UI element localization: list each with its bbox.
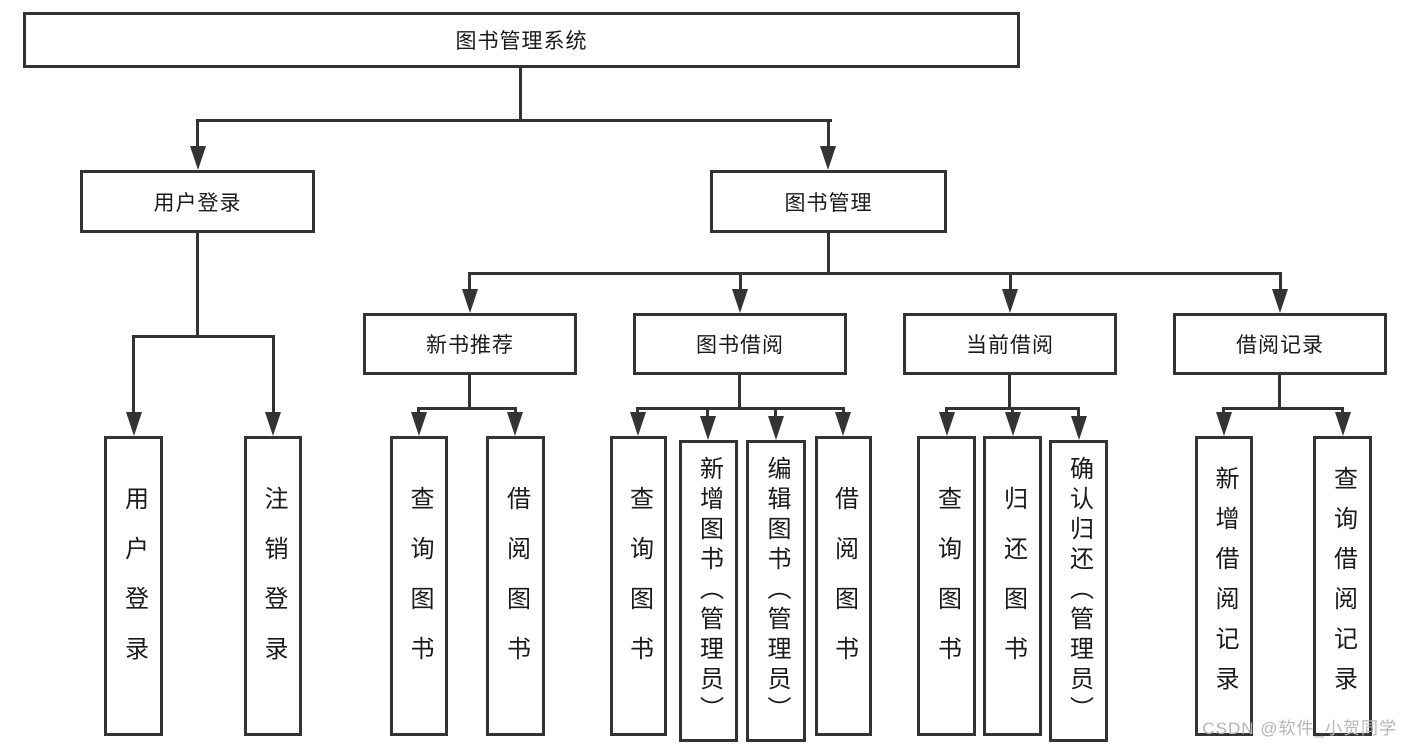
leaf-records-query: 查询借阅记录 [1313, 436, 1372, 736]
connector-user-login-rail [132, 335, 273, 338]
arrowhead-down-icon [462, 289, 478, 313]
connector-borrowing-stem [738, 375, 741, 407]
node-borrowing-label: 图书借阅 [696, 334, 784, 357]
arrowhead-down-icon [1002, 289, 1018, 313]
leaf-current-confirm: 确认归还（管理员） [1049, 440, 1108, 742]
arrowhead-down-icon [835, 412, 851, 436]
leaf-borrowing-borrow-label: 借阅图书 [830, 486, 858, 686]
arrowhead-down-icon [700, 416, 716, 440]
node-new-books: 新书推荐 [363, 313, 577, 375]
node-borrowing: 图书借阅 [633, 313, 847, 375]
leaf-user-login: 用户登录 [104, 436, 163, 736]
arrowhead-down-icon [939, 412, 955, 436]
leaf-newbooks-borrow-label: 借阅图书 [502, 486, 530, 686]
connector-drop-leaf [1011, 407, 1014, 414]
arrowhead-down-icon [1216, 412, 1232, 436]
leaf-borrowing-add-label: 新增图书（管理员） [695, 456, 723, 726]
connector-drop-user-login [196, 119, 199, 150]
leaf-borrowing-query: 查询图书 [610, 436, 667, 736]
connector-drop-leaf [636, 407, 639, 414]
arrowhead-down-icon [768, 416, 784, 440]
connector-drop-leaf [706, 407, 709, 416]
leaf-records-add-label: 新增借阅记录 [1211, 466, 1238, 706]
leaf-borrowing-borrow: 借阅图书 [815, 436, 872, 736]
arrowhead-down-icon [265, 412, 281, 436]
node-user-login: 用户登录 [80, 170, 315, 233]
connector-drop-leaf [514, 407, 517, 414]
arrowhead-down-icon [1335, 412, 1351, 436]
connector-drop-new-books [468, 272, 471, 291]
arrowhead-down-icon [630, 412, 646, 436]
connector-drop-leaf [945, 407, 948, 414]
node-records-label: 借阅记录 [1236, 334, 1324, 357]
connector-root-rail [196, 119, 832, 122]
connector-drop-leaf [1222, 407, 1225, 414]
leaf-current-return-label: 归还图书 [999, 486, 1027, 686]
connector-new-books-rail [418, 407, 517, 410]
connector-drop-current [1009, 272, 1012, 291]
leaf-newbooks-query-label: 查询图书 [406, 486, 433, 686]
arrowhead-down-icon [732, 289, 748, 313]
connector-drop-leaf [1077, 407, 1080, 416]
connector-drop-leaf [417, 407, 420, 414]
arrowhead-down-icon [507, 412, 523, 436]
node-user-login-label: 用户登录 [153, 191, 242, 215]
node-new-books-label: 新书推荐 [426, 334, 514, 357]
leaf-records-query-label: 查询借阅记录 [1329, 466, 1357, 706]
node-book-mgmt: 图书管理 [710, 170, 947, 233]
connector-drop-leaf [272, 335, 275, 416]
leaf-borrowing-query-label: 查询图书 [625, 486, 653, 686]
node-root: 图书管理系统 [23, 12, 1020, 68]
connector-new-books-stem [468, 375, 471, 407]
arrowhead-down-icon [126, 412, 142, 436]
connector-user-login-stem [196, 233, 199, 335]
connector-current-stem [1008, 375, 1011, 407]
leaf-user-login-label: 用户登录 [120, 486, 148, 686]
node-current-label: 当前借阅 [966, 334, 1054, 357]
arrowhead-down-icon [411, 412, 427, 436]
arrowhead-down-icon [820, 146, 836, 170]
connector-drop-leaf [842, 407, 845, 414]
node-book-mgmt-label: 图书管理 [784, 191, 873, 215]
leaf-borrowing-edit: 编辑图书（管理员） [746, 440, 806, 742]
connector-drop-leaf [774, 407, 777, 416]
leaf-logout: 注销登录 [244, 436, 302, 736]
node-root-label: 图书管理系统 [455, 30, 588, 53]
connector-borrowing-rail [636, 407, 845, 410]
leaf-records-add: 新增借阅记录 [1195, 436, 1253, 736]
leaf-borrowing-edit-label: 编辑图书（管理员） [763, 456, 790, 726]
csdn-watermark: CSDN @软件_小贺同学 [1202, 719, 1397, 738]
leaf-borrowing-add: 新增图书（管理员） [679, 440, 738, 742]
connector-book-mgmt-rail [469, 272, 1282, 275]
connector-root-stem [519, 68, 522, 119]
leaf-current-return: 归还图书 [983, 436, 1042, 736]
connector-book-mgmt-stem [827, 233, 830, 272]
node-current: 当前借阅 [903, 313, 1117, 375]
leaf-current-confirm-label: 确认归还（管理员） [1065, 456, 1093, 726]
arrowhead-down-icon [1071, 416, 1087, 440]
leaf-logout-label: 注销登录 [260, 486, 287, 686]
connector-drop-book-mgmt [827, 119, 830, 150]
connector-drop-leaf [132, 335, 135, 416]
connector-drop-leaf [1341, 407, 1344, 414]
connector-drop-borrowing [739, 272, 742, 291]
arrowhead-down-icon [190, 146, 206, 170]
node-records: 借阅记录 [1173, 313, 1387, 375]
leaf-current-query: 查询图书 [917, 436, 976, 736]
arrowhead-down-icon [1272, 289, 1288, 313]
leaf-newbooks-borrow: 借阅图书 [486, 436, 545, 736]
leaf-newbooks-query: 查询图书 [390, 436, 448, 736]
leaf-current-query-label: 查询图书 [933, 486, 961, 686]
arrowhead-down-icon [1005, 412, 1021, 436]
connector-records-stem [1278, 375, 1281, 407]
connector-drop-records [1279, 272, 1282, 291]
connector-records-rail [1223, 407, 1344, 410]
